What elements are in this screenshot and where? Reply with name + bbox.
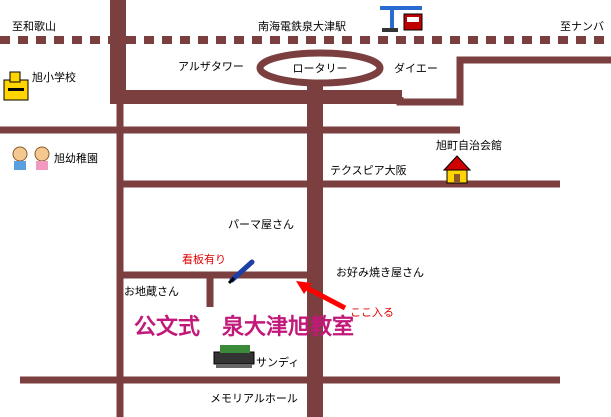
label-alza-tower: アルザタワー [178,60,244,73]
direction-namba: 至ナンバ [560,20,604,33]
label-asahi-kindergarten: 旭幼稚園 [54,151,98,165]
label-enter-here: ここ入る [350,306,394,319]
label-sandy: サンディ [256,355,299,369]
rotary-circle [256,49,384,87]
station-icon [380,6,423,32]
enter-arrow [296,281,347,311]
label-techspia: テクスピア大阪 [330,163,407,177]
road-daiei [396,56,611,106]
label-okonomiyaki: お好み焼き屋さん [336,265,424,279]
house-icon [442,155,472,184]
school-icon [3,71,29,101]
label-jizo: お地蔵さん [124,285,179,298]
kindergarten-icon [12,146,50,170]
label-memorial-hall: メモリアルホール [210,392,298,405]
label-daiei: ダイエー [394,61,438,75]
supermarket-icon [213,345,255,368]
direction-wakayama: 至和歌山 [12,19,56,33]
label-asahi-elementary: 旭小学校 [32,70,76,84]
label-perm-shop: パーマ屋さん [228,218,294,231]
classroom-name: 公文式 泉大津旭教室 [134,314,354,340]
rotary-label: ロータリー [293,62,348,75]
label-signboard: 看板有り [182,252,226,266]
label-asahimachi-hall: 旭町自治会館 [436,138,502,152]
station-name: 南海電鉄泉大津駅 [258,19,346,33]
pen-icon [227,259,255,285]
